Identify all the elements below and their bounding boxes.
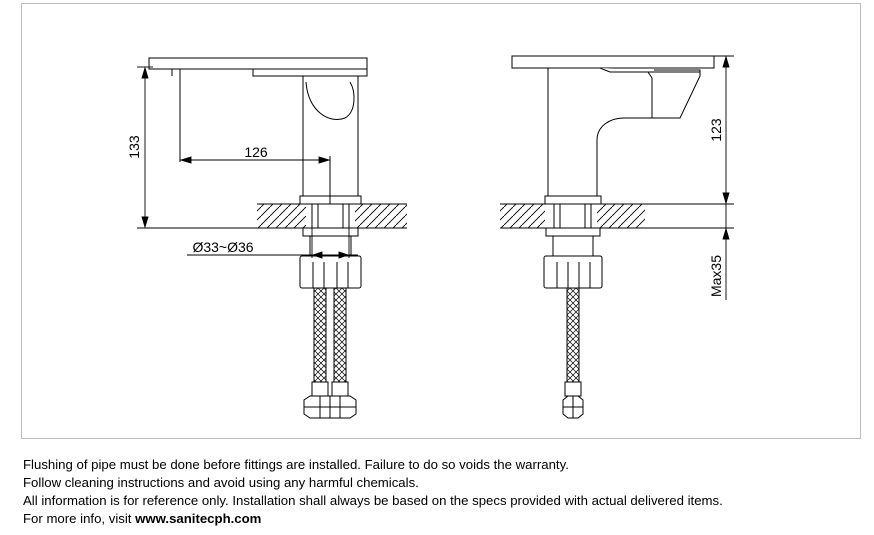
height-123-label: 123 [708,118,724,142]
height-133-label: 133 [126,135,142,159]
front-view-dimensions [137,66,358,259]
reach-126-label: 126 [244,144,268,160]
note-more-info-prefix: For more info, visit [23,511,136,526]
side-view-dimensions [645,55,734,300]
hole-diameter-label: Ø33~Ø36 [192,239,253,255]
front-view [148,57,407,419]
drawing-frame [21,3,861,439]
note-flushing: Flushing of pipe must be done before fit… [23,457,569,472]
website-link[interactable]: www.sanitecph.com [135,511,262,526]
counter-section-right [500,203,645,229]
notes-block: Flushing of pipe must be done before fit… [23,456,863,528]
counter-section-left [257,203,407,229]
technical-drawing: 133 126 Ø33~Ø36 [126,55,734,419]
max-thickness-label: Max35 [708,255,724,297]
side-view [500,55,715,419]
note-cleaning: Follow cleaning instructions and avoid u… [23,475,419,490]
note-reference: All information is for reference only. I… [23,493,723,508]
note-more-info: For more info, visit www.sanitecph.com [23,510,863,528]
